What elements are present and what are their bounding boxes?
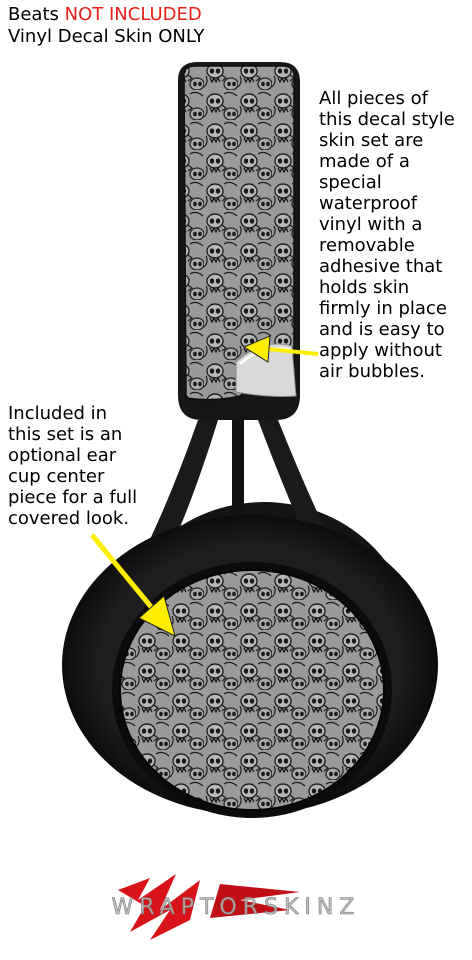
callout-right-line: waterproof	[319, 193, 418, 214]
callout-right-line: and is easy to	[319, 319, 445, 340]
ear-cup-center-skin	[119, 569, 385, 811]
callout-right-text: All pieces of this decal style skin set …	[319, 88, 455, 382]
callout-left-line: piece for a full	[8, 487, 138, 508]
arrow-right-callout	[242, 335, 319, 363]
header-line-1: Beats NOT INCLUDED	[8, 4, 202, 26]
callout-right-line: air bubbles.	[319, 361, 426, 382]
yoke-left-arm	[140, 420, 218, 560]
callout-left-line: this set is an	[8, 424, 123, 445]
callout-right-line: special	[319, 172, 382, 193]
callout-right-line: skin set are	[319, 130, 424, 151]
callout-left-line: Included in	[8, 403, 108, 424]
yoke-right-arm	[258, 420, 340, 560]
header-not-included: NOT INCLUDED	[64, 4, 202, 25]
header-line-2: Vinyl Decal Skin ONLY	[8, 26, 205, 47]
callout-right-line: removable	[319, 235, 415, 256]
callout-right-line: this decal style	[319, 109, 455, 130]
callout-right-line: made of a	[319, 151, 410, 172]
callout-left-text: Included in this set is an optional ear …	[8, 403, 137, 529]
callout-right-line: adhesive that	[319, 256, 443, 277]
callout-left-line: cup center	[8, 466, 105, 487]
header-beats: Beats	[8, 4, 59, 25]
headband-skin	[183, 65, 295, 401]
logo-slash-mark	[210, 884, 300, 918]
logo-text: WRAPTORSKINZ	[112, 895, 361, 920]
callout-right-line: apply without	[319, 340, 442, 361]
wraptorskinz-logo: WRAPTORSKINZ	[111, 874, 361, 940]
callout-right-line: firmly in place	[319, 298, 447, 319]
callout-left-line: covered look.	[8, 508, 130, 529]
callout-right-line: All pieces of	[319, 88, 428, 109]
logo-claw-mark	[118, 874, 200, 940]
callout-left-line: optional ear	[8, 445, 117, 466]
arrow-left-callout	[90, 533, 176, 637]
cable	[232, 420, 244, 520]
callout-right-line: vinyl with a	[319, 214, 423, 235]
callout-right-line: holds skin	[319, 277, 410, 298]
